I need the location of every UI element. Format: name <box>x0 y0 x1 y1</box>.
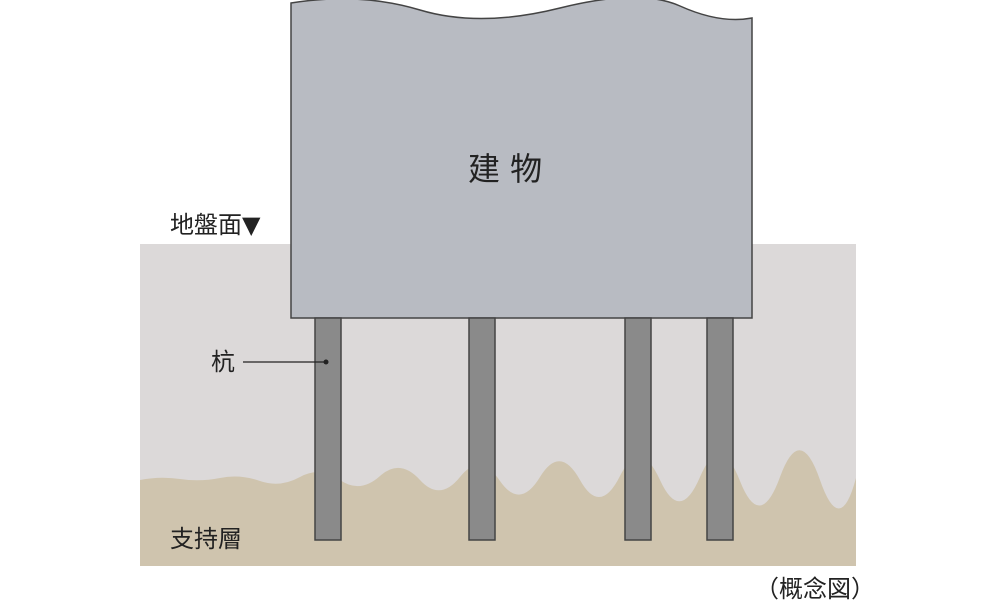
pile <box>624 317 652 541</box>
pile <box>706 317 734 541</box>
building-label: 建 物 <box>468 150 543 188</box>
bearing-layer-label: 支持層 <box>170 525 242 553</box>
pile-leader-dot <box>323 359 329 365</box>
ground-surface-label: 地盤面▼ <box>170 211 261 239</box>
pile <box>468 317 496 541</box>
conceptual-diagram-note: （概念図） <box>755 575 875 603</box>
pile <box>314 317 342 541</box>
building <box>290 0 753 319</box>
piles <box>314 317 734 541</box>
pile-label: 杭 <box>211 348 235 376</box>
